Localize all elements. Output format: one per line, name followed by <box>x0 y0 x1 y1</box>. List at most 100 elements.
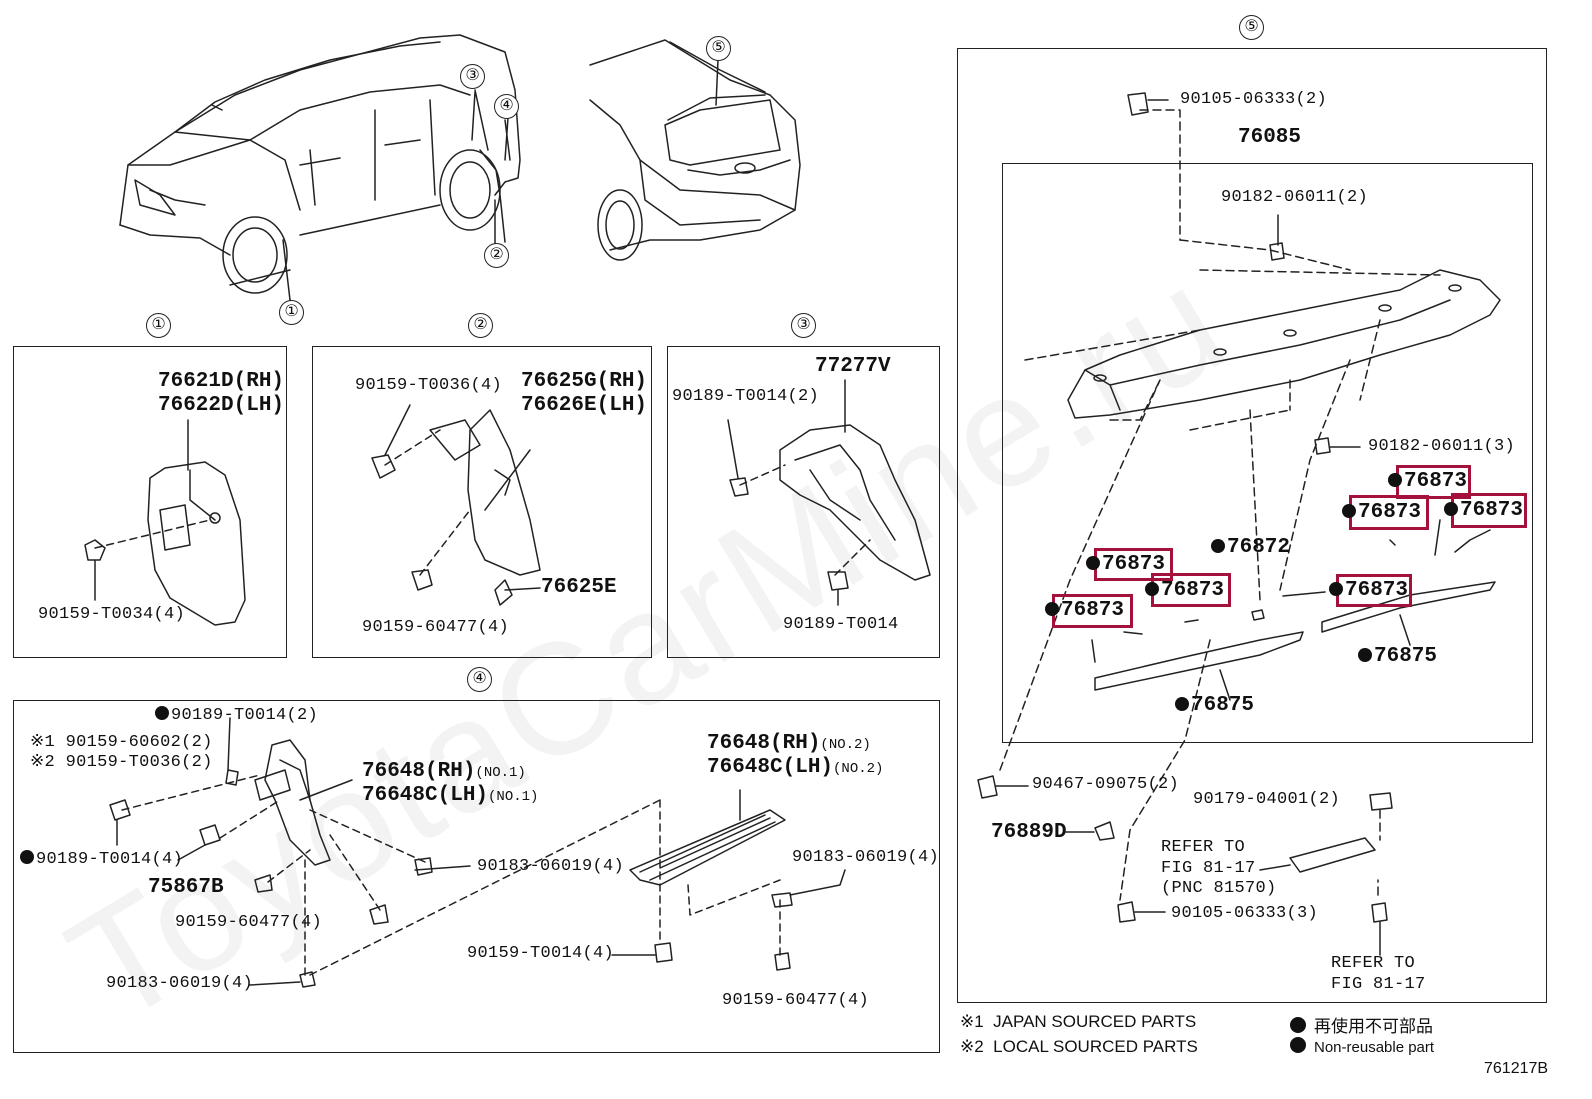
figure-id: 761217B <box>1484 1060 1549 1077</box>
part-76873-d[interactable]: 76873 <box>1086 554 1165 576</box>
part-76626e[interactable]: 76626E(LH) <box>521 394 648 417</box>
legend-note-1-text: JAPAN SOURCED PARTS <box>993 1012 1197 1031</box>
part-76085[interactable]: 76085 <box>1238 126 1302 149</box>
part-90189-t0014-4[interactable]: 90189-T0014(4) <box>20 850 183 869</box>
part-label: 76648C(LH) <box>362 784 489 807</box>
part-76875-left[interactable]: 76875 <box>1175 695 1254 717</box>
panel-2-title: ② <box>468 313 493 338</box>
part-90183-06019-a[interactable]: 90183-06019(4) <box>477 857 625 876</box>
part-76872[interactable]: 76872 <box>1211 537 1290 559</box>
part-label: 76875 <box>1191 694 1255 717</box>
part-76873-e[interactable]: 76873 <box>1145 580 1224 602</box>
part-76648c-lh-no2[interactable]: 76648C(LH)(NO.2) <box>707 757 883 780</box>
part-90189-t0014-2[interactable]: 90189-T0014(2) <box>155 706 318 725</box>
mudflap-front-drawing <box>84 419 246 626</box>
part-90159-t0014-4[interactable]: 90159-T0014(4) <box>467 944 615 963</box>
part-90182-06011-3[interactable]: 90182-06011(3) <box>1368 437 1516 456</box>
panel-3-title: ③ <box>791 313 816 338</box>
mudflap-rear-drawing <box>371 404 541 606</box>
refer-fig-2[interactable]: FIG 81-17 <box>1331 975 1426 994</box>
part-76625g[interactable]: 76625G(RH) <box>521 370 648 393</box>
non-reusable-mark <box>1444 502 1458 516</box>
vehicle-rear-view <box>589 39 801 261</box>
part-90159-t0034[interactable]: 90159-T0034(4) <box>38 605 186 624</box>
part-76621d[interactable]: 76621D(RH) <box>158 370 285 393</box>
part-label: 76648C(LH) <box>707 756 834 779</box>
part-90159-60477-p4[interactable]: 90159-60477(4) <box>175 913 323 932</box>
part-label: 76875 <box>1374 645 1438 668</box>
part-suffix: (NO.2) <box>820 737 871 753</box>
non-reusable-mark <box>1358 648 1372 662</box>
non-reusable-mark <box>20 850 34 864</box>
callout-2-car: ② <box>484 243 509 268</box>
part-76648c-lh-no1[interactable]: 76648C(LH)(NO.1) <box>362 785 538 808</box>
note-1-part[interactable]: ※1 90159-60602(2) <box>30 734 213 752</box>
part-90105-06333-3[interactable]: 90105-06333(3) <box>1171 904 1319 923</box>
vehicle-front-view <box>119 34 521 301</box>
refer-fig-1[interactable]: FIG 81-17 <box>1161 859 1256 878</box>
callout-3-car: ③ <box>460 64 485 89</box>
part-76889d[interactable]: 76889D <box>991 821 1067 844</box>
part-76648-rh-no1[interactable]: 76648(RH)(NO.1) <box>362 761 526 784</box>
part-76873-b[interactable]: 76873 <box>1342 502 1421 524</box>
legend-non-reusable-jp: 再使用不可部品 <box>1290 1012 1433 1037</box>
part-90189-t0014-p3a[interactable]: 90189-T0014(2) <box>672 387 820 406</box>
non-reusable-mark <box>1290 1037 1306 1053</box>
callout-5-car: ⑤ <box>706 36 731 61</box>
panel-5-inner-frame <box>1002 163 1533 743</box>
legend-non-reusable-en: Non-reusable part <box>1290 1037 1434 1056</box>
legend-note-2-mark: ※2 <box>960 1037 984 1056</box>
part-76873-f[interactable]: 76873 <box>1329 580 1408 602</box>
part-90159-t0036[interactable]: 90159-T0036(4) <box>355 376 503 395</box>
part-90159-60477-p2[interactable]: 90159-60477(4) <box>362 618 510 637</box>
legend-note-1: ※1 JAPAN SOURCED PARTS <box>960 1012 1196 1032</box>
part-90183-06019-b[interactable]: 90183-06019(4) <box>106 974 254 993</box>
rear-spoiler-drawing <box>977 92 1501 956</box>
part-label: 90189-T0014(4) <box>36 850 184 869</box>
part-76622d[interactable]: 76622D(LH) <box>158 394 285 417</box>
part-76873-g[interactable]: 76873 <box>1045 600 1124 622</box>
part-76873-c[interactable]: 76873 <box>1444 500 1523 522</box>
part-75867b[interactable]: 75867B <box>148 876 224 899</box>
part-90467-09075[interactable]: 90467-09075(2) <box>1032 775 1180 794</box>
part-76625e[interactable]: 76625E <box>541 576 617 599</box>
part-label: 76873 <box>1345 579 1409 602</box>
part-90189-t0014-p3b[interactable]: 90189-T0014 <box>783 615 899 634</box>
part-90159-60477-p4b[interactable]: 90159-60477(4) <box>722 991 870 1010</box>
part-suffix: (NO.2) <box>833 761 884 777</box>
non-reusable-mark <box>1045 602 1059 616</box>
legend-note-2-text: LOCAL SOURCED PARTS <box>993 1037 1198 1056</box>
part-suffix: (NO.1) <box>488 789 539 805</box>
part-76873-a[interactable]: 76873 <box>1388 471 1467 493</box>
non-reusable-mark <box>1388 473 1402 487</box>
refer-to-note-2: REFER TO <box>1331 954 1416 973</box>
non-reusable-mark <box>1329 582 1343 596</box>
refer-pnc-1: (PNC 81570) <box>1161 879 1277 898</box>
callout-4-car: ④ <box>494 94 519 119</box>
part-90183-06019-c[interactable]: 90183-06019(4) <box>792 848 940 867</box>
part-90182-06011-2[interactable]: 90182-06011(2) <box>1221 188 1369 207</box>
part-label: 76873 <box>1460 499 1524 522</box>
part-90105-06333-2[interactable]: 90105-06333(2) <box>1180 90 1328 109</box>
legend-en-text: Non-reusable part <box>1314 1039 1435 1056</box>
legend-note-2: ※2 LOCAL SOURCED PARTS <box>960 1037 1198 1057</box>
panel-3-frame <box>667 346 940 658</box>
part-76648-rh-no2[interactable]: 76648(RH)(NO.2) <box>707 733 871 756</box>
part-76875-right[interactable]: 76875 <box>1358 646 1437 668</box>
legend-note-1-mark: ※1 <box>960 1012 984 1031</box>
part-label: 76873 <box>1404 470 1468 493</box>
non-reusable-mark <box>1290 1017 1306 1033</box>
note-2-part[interactable]: ※2 90159-T0036(2) <box>30 754 213 772</box>
non-reusable-mark <box>1342 504 1356 518</box>
part-label: 76873 <box>1061 599 1125 622</box>
part-77277v[interactable]: 77277V <box>815 355 891 378</box>
part-90179-04001[interactable]: 90179-04001(2) <box>1193 790 1341 809</box>
part-label: 76873 <box>1358 501 1422 524</box>
panel-1-frame <box>13 346 287 658</box>
legend-jp-text: 再使用不可部品 <box>1314 1017 1433 1036</box>
part-label: 76648(RH) <box>707 732 821 755</box>
note-2-mark: ※2 <box>30 753 56 772</box>
part-label: 90159-T0036(2) <box>65 753 213 772</box>
